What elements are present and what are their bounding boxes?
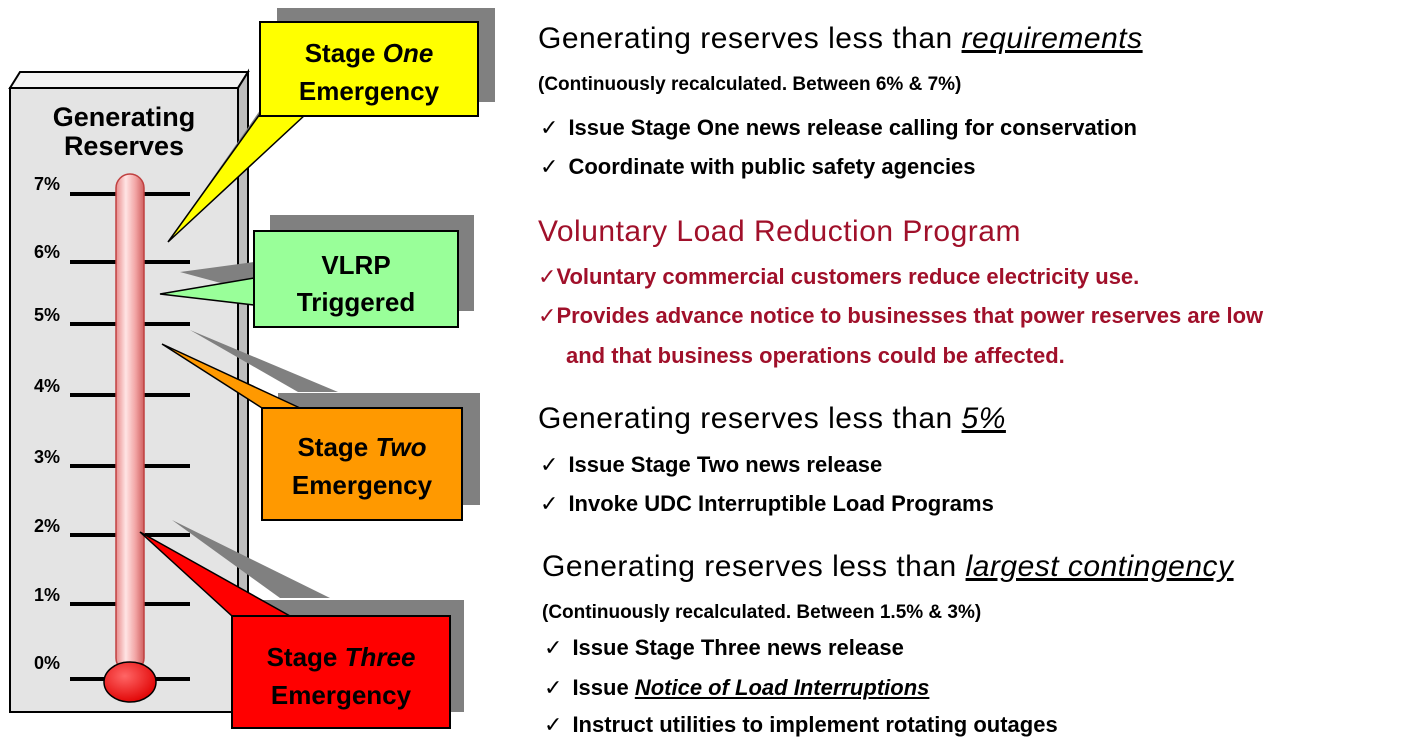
- check-icon: ✓: [544, 635, 563, 660]
- stage-one-heading-prefix: Generating reserves less than: [538, 22, 962, 55]
- stage-three-line2: Emergency: [271, 680, 412, 710]
- tick-label-0: 0%: [34, 653, 60, 673]
- tick-labels: 7% 6% 5% 4% 3% 2% 1% 0%: [34, 174, 60, 673]
- stage-three-item-2: ✓ Issue Notice of Load Interruptions: [544, 675, 929, 701]
- vlrp-line2: Triggered: [297, 287, 415, 317]
- stage-three-pointer-shadow: [172, 520, 330, 598]
- stage-three-heading-prefix: Generating reserves less than: [542, 550, 966, 583]
- stage-three-heading-emph: largest contingency: [965, 550, 1234, 583]
- tick-label-4: 4%: [34, 376, 60, 396]
- thermometer-diagram: Generating Reserves 7% 6% 5% 4% 3% 2% 1%…: [8, 8, 495, 729]
- vlrp-callout: [253, 230, 459, 328]
- thermometer-bulb: [103, 661, 157, 703]
- panel-title-line1: Generating: [53, 102, 196, 132]
- check-icon: ✓: [544, 675, 563, 700]
- stage-three-callout: [231, 615, 451, 729]
- stage-three-item-2-prefix: Issue: [572, 675, 635, 700]
- stage-two-line1: Stage Two: [297, 432, 426, 462]
- stage-three-note: (Continuously recalculated. Between 1.5%…: [542, 602, 982, 623]
- stage-two-callout: [261, 407, 463, 521]
- check-icon: ✓: [538, 303, 557, 328]
- stage-two-line2: Emergency: [292, 470, 433, 500]
- tick-label-3: 3%: [34, 447, 60, 467]
- stage-one-item-1: ✓ Issue Stage One news release calling fo…: [540, 115, 1137, 141]
- check-icon: ✓: [540, 115, 559, 140]
- stage-two-heading: Generating reserves less than 5%: [538, 402, 1006, 436]
- tick-label-2: 2%: [34, 516, 60, 536]
- stage-two-heading-prefix: Generating reserves less than: [538, 402, 962, 435]
- stage-two-item-1: ✓ Issue Stage Two news release: [540, 452, 882, 478]
- stage-two-item-2: ✓ Invoke UDC Interruptible Load Programs: [540, 491, 994, 517]
- stage-one-note: (Continuously recalculated. Between 6% &…: [538, 74, 962, 95]
- vlrp-heading: Voluntary Load Reduction Program: [538, 215, 1021, 248]
- stage-one-callout: [259, 21, 479, 117]
- stage-two-pointer-shadow: [190, 330, 338, 392]
- vlrp-line1: VLRP: [321, 250, 390, 280]
- tick-label-6: 6%: [34, 242, 60, 262]
- vlrp-item-2-continued: and that business operations could be af…: [566, 343, 1065, 368]
- stage-one-item-1-text: Issue Stage One news release calling for…: [568, 115, 1137, 140]
- stage-one-heading: Generating reserves less than requiremen…: [538, 22, 1143, 56]
- stage-two-heading-emph: 5%: [961, 402, 1006, 435]
- check-icon: ✓: [540, 452, 559, 477]
- stage-one-heading-emph: requirements: [961, 22, 1143, 55]
- tick-label-1: 1%: [34, 585, 60, 605]
- stage-three-heading: Generating reserves less than largest co…: [542, 550, 1234, 584]
- thermometer-tube: [115, 173, 145, 673]
- stage-three-item-3-text: Instruct utilities to implement rotating…: [572, 712, 1058, 737]
- vlrp-item-1-text: Voluntary commercial customers reduce el…: [556, 264, 1140, 289]
- check-icon: ✓: [538, 264, 557, 289]
- vlrp-item-1: ✓Voluntary commercial customers reduce e…: [538, 264, 1139, 290]
- stage-three-item-1: ✓ Issue Stage Three news release: [544, 635, 904, 661]
- stage-three-item-2-emph: Notice of Load Interruptions: [634, 675, 930, 700]
- stage-three-item-1-text: Issue Stage Three news release: [572, 635, 904, 660]
- check-icon: ✓: [544, 712, 563, 737]
- stage-one-item-2: ✓ Coordinate with public safety agencies: [540, 154, 976, 180]
- stage-two-item-1-text: Issue Stage Two news release: [568, 452, 883, 477]
- check-icon: ✓: [540, 491, 559, 516]
- stage-three-line1: Stage Three: [267, 642, 416, 672]
- tick-label-5: 5%: [34, 305, 60, 325]
- stage-one-line2: Emergency: [299, 76, 440, 106]
- stage-one-item-2-text: Coordinate with public safety agencies: [568, 154, 976, 179]
- vlrp-item-2: ✓Provides advance notice to businesses t…: [538, 303, 1263, 329]
- panel-title-line2: Reserves: [64, 131, 184, 161]
- check-icon: ✓: [540, 154, 559, 179]
- stage-two-item-2-text: Invoke UDC Interruptible Load Programs: [568, 491, 994, 516]
- vlrp-item-2-text: Provides advance notice to businesses th…: [556, 303, 1264, 328]
- stage-one-line1: Stage One: [305, 38, 434, 68]
- tick-label-7: 7%: [34, 174, 60, 194]
- panel-top-face: [8, 71, 250, 89]
- stage-three-item-3: ✓ Instruct utilities to implement rotatin…: [544, 712, 1058, 738]
